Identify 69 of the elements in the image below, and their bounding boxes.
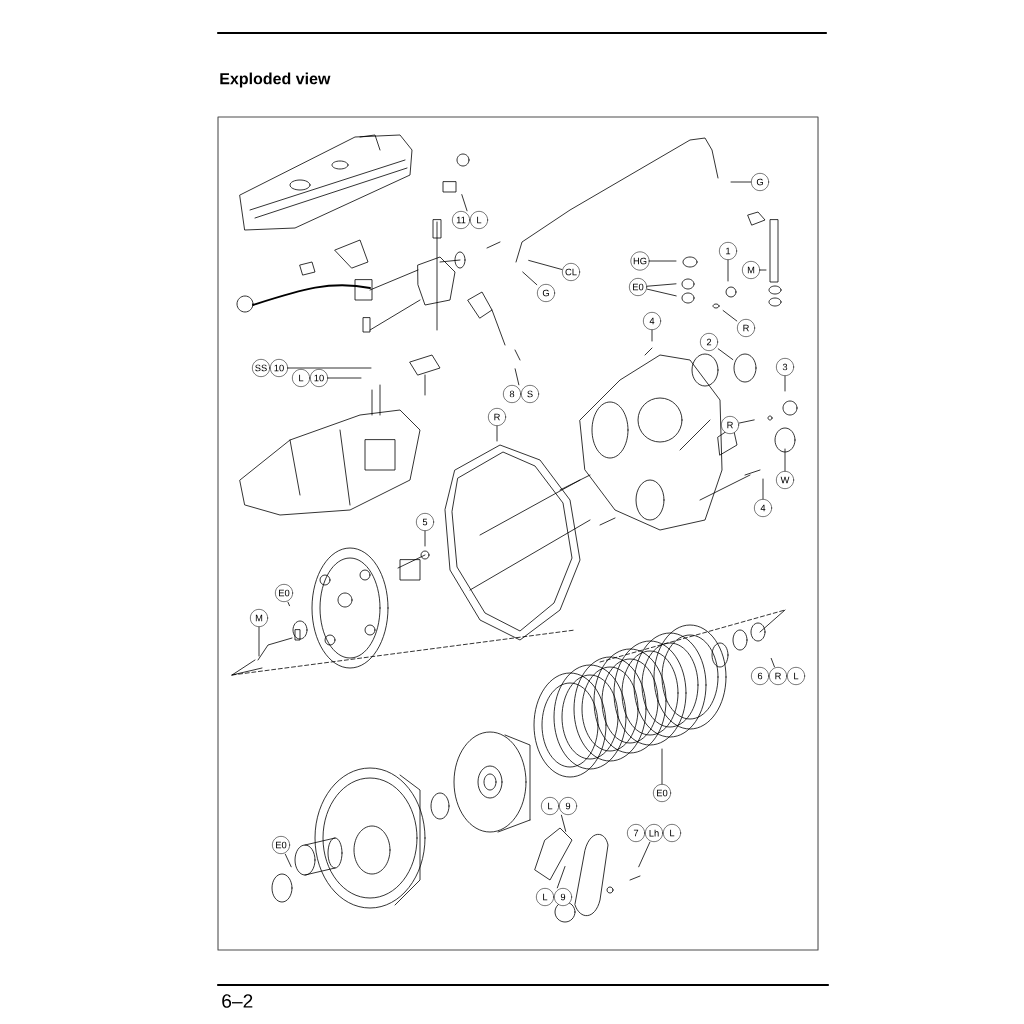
callout-number: 1 xyxy=(719,242,737,260)
callout-number: G xyxy=(537,284,555,302)
leader-line xyxy=(496,425,498,442)
leader-line xyxy=(638,841,651,868)
callout-number: 10 xyxy=(310,369,328,387)
callout-number: L xyxy=(787,667,805,685)
callout-number: 4 xyxy=(643,312,661,330)
callout-number: M xyxy=(250,609,268,627)
leader-line xyxy=(759,269,767,271)
leader-line xyxy=(646,288,677,297)
callout-number: R xyxy=(721,416,739,434)
leader-line xyxy=(661,748,663,785)
leader-line xyxy=(522,271,538,286)
leader-line xyxy=(461,194,468,212)
callout-number: 8 xyxy=(503,385,521,403)
leader-line xyxy=(528,260,563,270)
leader-line xyxy=(284,853,292,868)
callout-number: CL xyxy=(562,263,580,281)
callout-number: 5 xyxy=(416,513,434,531)
title: Exploded view xyxy=(220,72,331,88)
leader-line xyxy=(722,310,738,322)
leader-line xyxy=(738,419,755,424)
callout-number: L xyxy=(541,797,559,815)
callout-number: Lh xyxy=(645,824,663,842)
callout-number: 9 xyxy=(559,797,577,815)
leader-line xyxy=(727,259,729,282)
callout-number: SS xyxy=(252,359,270,377)
leader-line xyxy=(258,626,260,657)
callout-number: 6 xyxy=(751,667,769,685)
callout-number: G xyxy=(751,173,769,191)
callout-number: R xyxy=(737,319,755,337)
leader-line xyxy=(287,601,290,607)
leader-line xyxy=(784,448,786,472)
callout-number: E0 xyxy=(653,784,671,802)
leader-line xyxy=(514,368,520,386)
callout-number: 3 xyxy=(776,358,794,376)
callout-number: L xyxy=(536,888,554,906)
callout-number: L xyxy=(470,211,488,229)
page-number: 6–2 xyxy=(222,994,253,1008)
callout-number: 4 xyxy=(754,499,772,517)
callout-number: M xyxy=(742,261,760,279)
callout-number: 7 xyxy=(627,824,645,842)
callout-number: 11 xyxy=(452,211,470,229)
callout-number: HG xyxy=(630,251,650,271)
leader-line xyxy=(770,658,775,668)
leader-line xyxy=(730,181,752,183)
callout-number: 9 xyxy=(554,888,572,906)
callout-number: L xyxy=(663,824,681,842)
leader-line xyxy=(651,329,653,342)
leader-line xyxy=(287,367,372,369)
callout-number: R xyxy=(769,667,787,685)
leader-line xyxy=(424,530,426,547)
leader-line xyxy=(717,348,734,360)
leader-line xyxy=(784,375,786,392)
callout-number: 10 xyxy=(270,359,288,377)
leader-line xyxy=(327,377,362,379)
callout-number: E0 xyxy=(629,278,647,296)
leader-line xyxy=(561,814,567,832)
leader-line xyxy=(649,260,677,262)
callout-number: R xyxy=(488,408,506,426)
leader-line xyxy=(556,866,566,889)
callout-number: W xyxy=(776,471,794,489)
callout-number: E0 xyxy=(275,584,293,602)
callout-number: E0 xyxy=(272,836,290,854)
callout-number: S xyxy=(521,385,539,403)
callout-number: 2 xyxy=(700,333,718,351)
leader-line xyxy=(762,478,764,500)
leader-line xyxy=(646,283,677,287)
callout-number: L xyxy=(292,369,310,387)
